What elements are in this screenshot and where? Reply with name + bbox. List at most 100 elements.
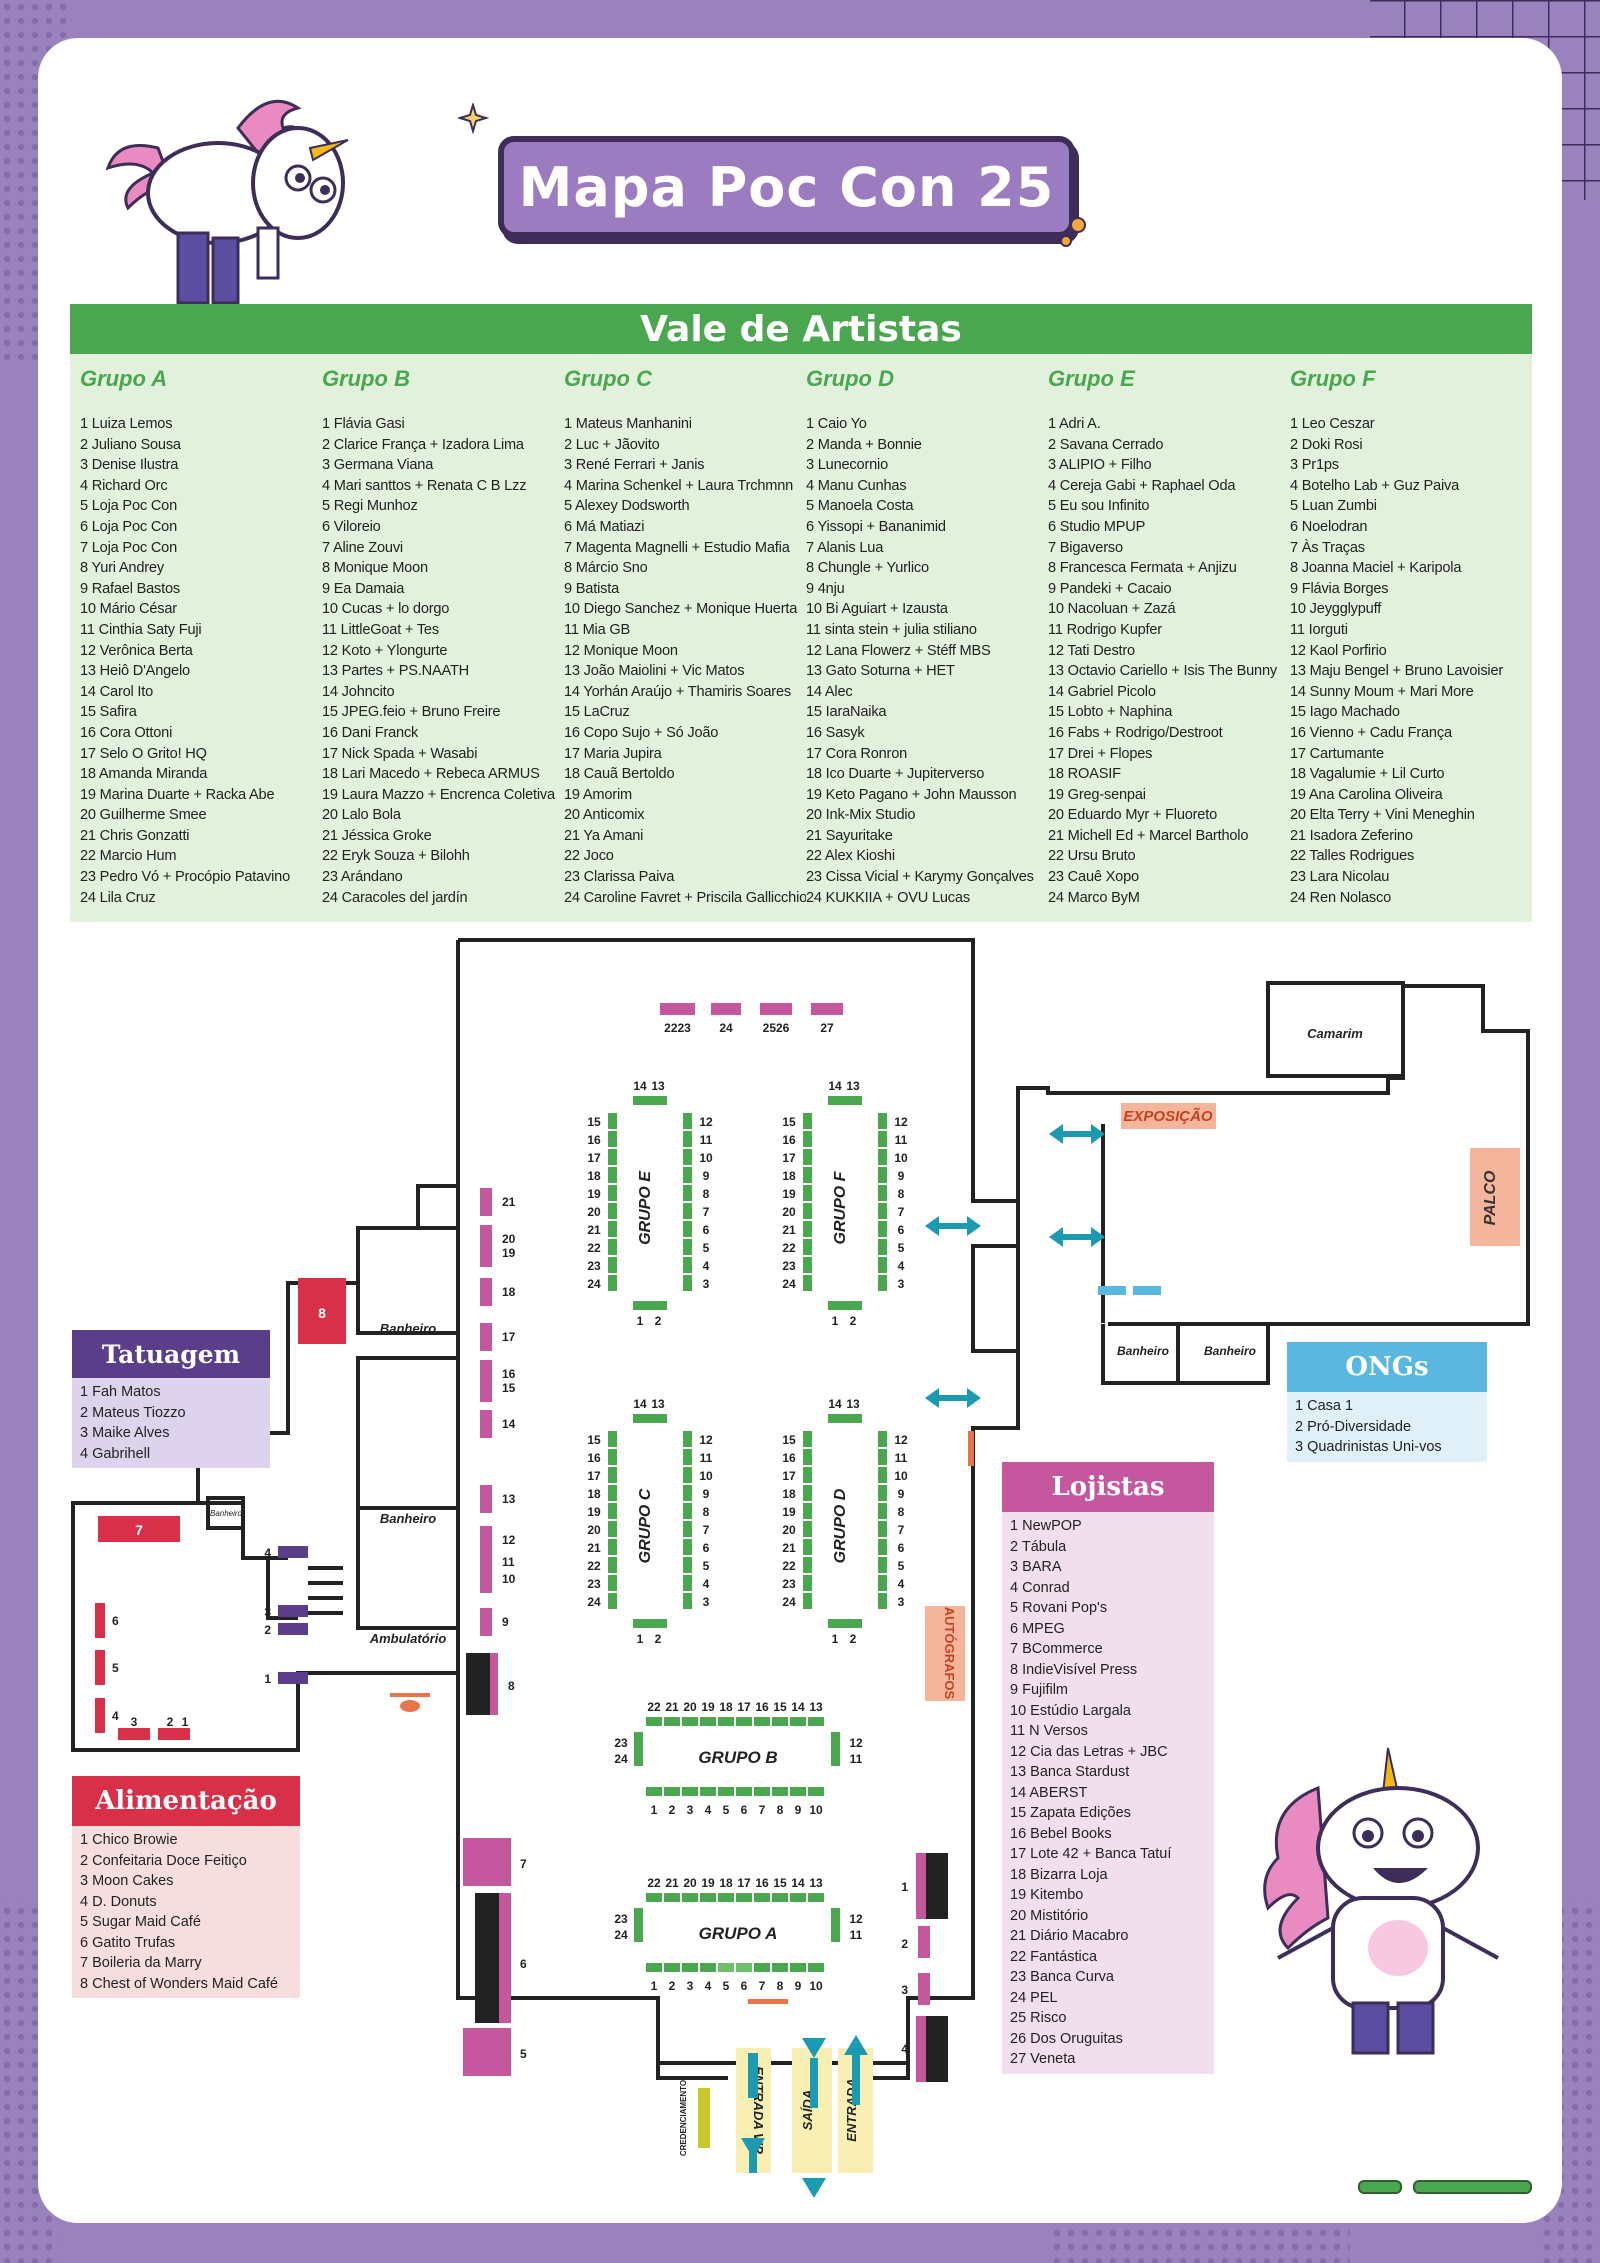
lojistas-item: 12 Cia das Letras + JBC bbox=[1010, 1743, 1168, 1760]
artist-item: 14 Carol Ito bbox=[80, 683, 154, 700]
grupo-b-num: 17 bbox=[737, 1700, 751, 1714]
dots-decoration-icon bbox=[1060, 217, 1086, 247]
grupo-f-stall bbox=[878, 1221, 887, 1237]
footer-bar-2 bbox=[1413, 2180, 1532, 2194]
lojista-num: 10 bbox=[502, 1572, 516, 1586]
artist-item: 10 Nacoluan + Zazá bbox=[1048, 601, 1176, 618]
lojista-num: 18 bbox=[502, 1285, 516, 1299]
grupo-d-num: 1 bbox=[832, 1632, 839, 1646]
lojistas-heading: Lojistas bbox=[1002, 1462, 1214, 1512]
grupo-e-stall bbox=[608, 1275, 617, 1291]
grupo-b-num: 9 bbox=[795, 1803, 802, 1817]
artist-item: 15 Lobto + Naphina bbox=[1048, 704, 1173, 721]
sparkle-icon bbox=[458, 103, 490, 135]
artist-item: 18 Cauã Bertoldo bbox=[564, 766, 675, 783]
lojista-stall bbox=[916, 1853, 926, 1919]
lojista-num-top: 27 bbox=[820, 1021, 834, 1035]
grupo-f-num: 1 bbox=[832, 1314, 839, 1328]
grupo-c-num: 3 bbox=[703, 1595, 710, 1609]
grupo-c-stall bbox=[608, 1521, 617, 1537]
grupo-e-stall bbox=[683, 1257, 692, 1273]
artist-item: 17 Cartumante bbox=[1290, 745, 1384, 762]
grupo-f-num: 3 bbox=[898, 1277, 905, 1291]
grupo-f-stall bbox=[803, 1257, 812, 1273]
artist-item: 1 Leo Ceszar bbox=[1290, 416, 1375, 432]
orange-marker bbox=[968, 1431, 974, 1466]
banheiro-label-right-1: Banheiro bbox=[1117, 1344, 1169, 1358]
artist-item: 3 Lunecornio bbox=[806, 457, 888, 474]
artist-item: 20 Eduardo Myr + Fluoreto bbox=[1048, 807, 1217, 824]
grupo-d-stall bbox=[803, 1539, 812, 1555]
lojista-stall bbox=[463, 2028, 511, 2076]
group-heading: Grupo D bbox=[806, 366, 894, 391]
artist-item: 23 Cauê Xopo bbox=[1048, 869, 1139, 886]
grupo-f-num: 13 bbox=[846, 1079, 860, 1093]
grupo-a-num: 17 bbox=[737, 1876, 751, 1890]
grupo-d-stall bbox=[803, 1575, 812, 1591]
lojistas-item: 22 Fantástica bbox=[1010, 1948, 1098, 1965]
artist-item: 19 Greg-senpai bbox=[1048, 786, 1146, 803]
alimentacao-num: 3 bbox=[131, 1715, 138, 1729]
artist-item: 17 Selo O Grito! HQ bbox=[80, 745, 207, 762]
artist-item: 17 Cora Ronron bbox=[806, 745, 908, 762]
grupo-a-stall bbox=[664, 1893, 680, 1902]
grupo-d-num: 17 bbox=[782, 1469, 796, 1483]
grupo-b-num: 14 bbox=[791, 1700, 805, 1714]
artist-item: 22 Ursu Bruto bbox=[1048, 848, 1136, 865]
alimentacao-item: 6 Gatito Trufas bbox=[80, 1934, 176, 1951]
grupo-d-num: 12 bbox=[894, 1433, 908, 1447]
grupo-c-num: 16 bbox=[587, 1451, 601, 1465]
artist-item: 24 Caroline Favret + Priscila Gallicchio bbox=[564, 889, 806, 906]
tatuagem-item: 3 Maike Alves bbox=[80, 1425, 170, 1441]
banheiro-label-left-2: Banheiro bbox=[380, 1511, 436, 1526]
lojistas-item: 13 Banca Stardust bbox=[1010, 1764, 1130, 1780]
lojista-stall bbox=[918, 1973, 930, 2005]
grupo-a-stall bbox=[700, 1893, 716, 1902]
grupo-e-stall bbox=[608, 1203, 617, 1219]
lojista-stall bbox=[463, 1838, 511, 1886]
grupo-e-stall bbox=[608, 1131, 617, 1147]
artist-item: 22 Marcio Hum bbox=[80, 848, 177, 865]
grupo-f-num: 2 bbox=[850, 1314, 857, 1328]
lojista-stall bbox=[480, 1278, 492, 1306]
grupo-c-stall bbox=[608, 1557, 617, 1573]
grupo-a-stall bbox=[646, 1893, 662, 1902]
artist-item: 10 Cucas + lo dorgo bbox=[322, 601, 450, 618]
entrance-arrows bbox=[738, 2035, 868, 2198]
grupo-d-stall bbox=[803, 1503, 812, 1519]
credenciamento-desk bbox=[698, 2088, 710, 2148]
grupo-d-stall bbox=[828, 1619, 862, 1628]
grupo-e-stall bbox=[608, 1113, 617, 1129]
artist-item: 19 Marina Duarte + Racka Abe bbox=[80, 786, 275, 803]
grupo-f-num: 4 bbox=[898, 1259, 905, 1273]
grupo-f-stall bbox=[803, 1221, 812, 1237]
grupo-d-stall bbox=[803, 1521, 812, 1537]
grupo-c-num: 9 bbox=[703, 1487, 710, 1501]
grupo-d-stall bbox=[878, 1449, 887, 1465]
grupo-b-stall bbox=[808, 1787, 824, 1796]
grupo-a-stall bbox=[718, 1893, 734, 1902]
page-title: Mapa Poc Con 25 bbox=[518, 155, 1055, 219]
artist-item: 1 Adri A. bbox=[1048, 416, 1101, 432]
grupo-e-stall bbox=[608, 1257, 617, 1273]
grupo-f-stall bbox=[828, 1096, 862, 1105]
autografos-box bbox=[925, 1606, 965, 1701]
grupo-b-stall bbox=[646, 1787, 662, 1796]
lojista-num: 14 bbox=[502, 1417, 516, 1431]
grupo-b-stall bbox=[682, 1717, 698, 1726]
artist-item: 16 Sasyk bbox=[806, 724, 865, 741]
grupo-f-num: 20 bbox=[782, 1205, 796, 1219]
grupo-f-stall bbox=[878, 1167, 887, 1183]
lojista-num: 8 bbox=[508, 1679, 515, 1693]
artist-item: 7 Aline Zouvi bbox=[322, 539, 403, 556]
grupo-b-stall bbox=[808, 1717, 824, 1726]
artist-item: 11 Cinthia Saty Fuji bbox=[80, 621, 202, 638]
grupo-c-stall bbox=[608, 1575, 617, 1591]
lojista-stall bbox=[480, 1526, 492, 1554]
lojistas-item: 5 Rovani Pop's bbox=[1010, 1600, 1108, 1616]
artist-item: 8 Yuri Andrey bbox=[80, 560, 164, 577]
grupo-a-stall bbox=[646, 1963, 662, 1972]
